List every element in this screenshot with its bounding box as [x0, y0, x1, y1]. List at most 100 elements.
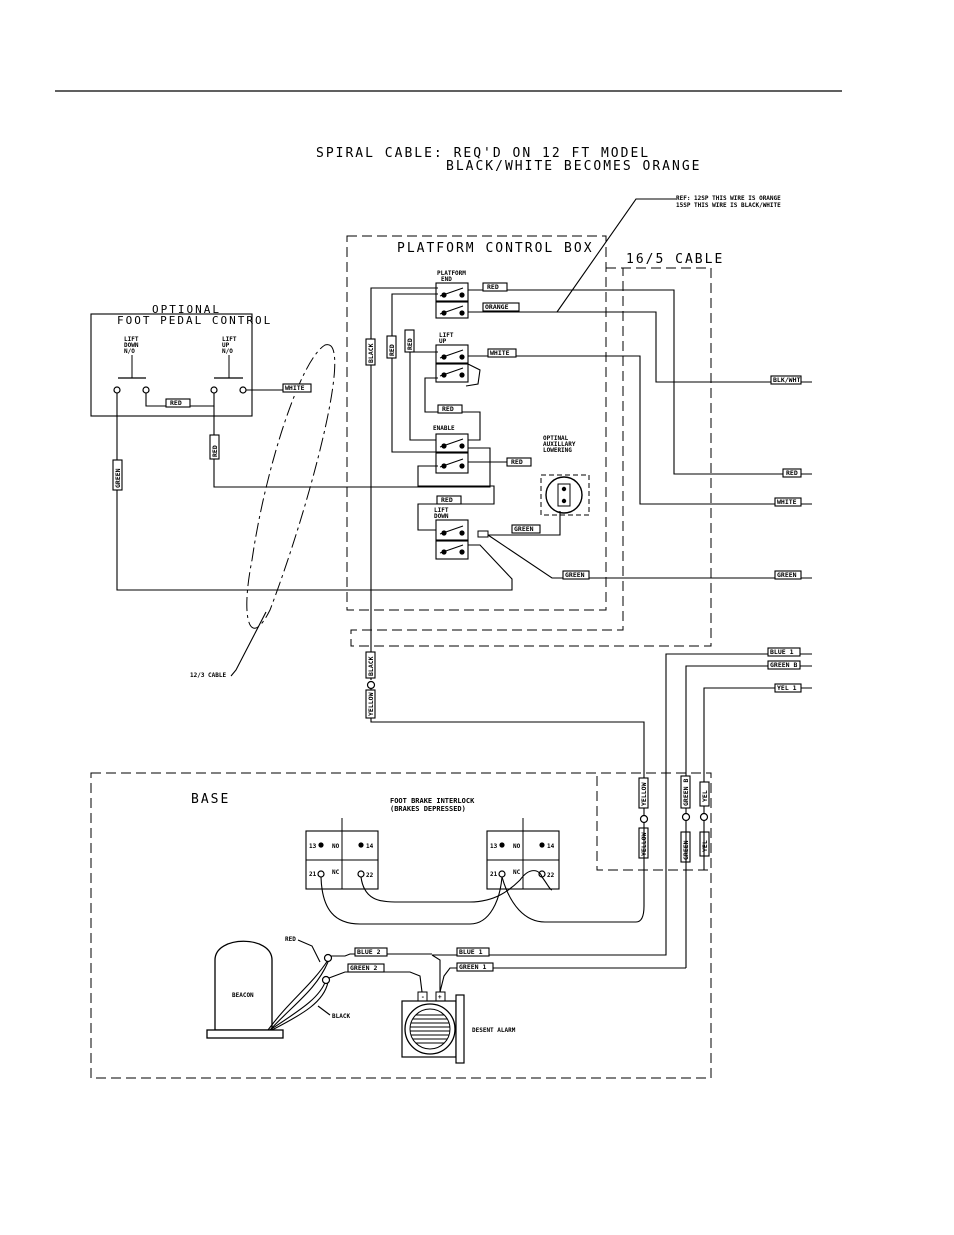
svg-text:ENABLE: ENABLE: [433, 425, 455, 432]
tag-greenb-out: [767, 660, 801, 670]
svg-text:13: 13: [490, 843, 498, 850]
svg-text:LIFT: LIFT: [222, 336, 237, 343]
svg-text:AUXILLARY: AUXILLARY: [543, 441, 576, 448]
svg-text:21: 21: [309, 871, 317, 878]
beacon-black-label: BLACK: [332, 1013, 350, 1020]
aux-lowering: OPTINAL AUXILLARY LOWERING: [540, 435, 590, 516]
wire-blue2: [331, 953, 432, 957]
interlock-title-1: FOOT BRAKE INTERLOCK: [390, 797, 475, 805]
wire-yel1-in: [703, 687, 812, 816]
wire-beacon-black-2: [271, 981, 329, 1031]
interlock-switch-left: 13 NO 14 21 NC 22: [305, 818, 379, 890]
svg-text:LIFT: LIFT: [439, 332, 454, 339]
wire-green2: [328, 971, 423, 993]
svg-text:N/O: N/O: [222, 348, 233, 355]
wire-red-lu-enable: [409, 351, 438, 441]
splice-yel: [699, 812, 709, 822]
wire-green-aux: [480, 511, 561, 536]
tag-out-blkwht-text: BLK/WHT: [773, 376, 800, 384]
svg-text:UP: UP: [222, 342, 230, 349]
tag-black-v-text: BLACK: [367, 343, 375, 363]
wire-lu-white: [468, 355, 812, 505]
tag-blue1-text: BLUE 1: [459, 948, 483, 956]
svg-text:NC: NC: [513, 869, 521, 876]
aux-connector: [477, 530, 489, 538]
beacon-terminal-green: [321, 975, 331, 985]
tag-lu-white-text: WHITE: [490, 349, 510, 357]
cable-16-5-outline: [350, 267, 712, 647]
tag-pe-orange-text: ORANGE: [485, 303, 509, 311]
wire-interlock-d: [541, 876, 553, 891]
beacon: BEACON: [206, 940, 284, 1039]
tag-pe-orange: [482, 302, 520, 312]
lift-down-switch: LIFT DOWN: [434, 507, 469, 560]
tag-green-out-text: GREEN: [777, 571, 797, 579]
leader-beacon-black: [317, 1005, 331, 1016]
svg-text:NO: NO: [332, 843, 340, 850]
wire-red-en-ld: [417, 465, 495, 531]
svg-text:LIFT: LIFT: [124, 336, 139, 343]
lift-up-switch: LIFT UP: [435, 332, 469, 383]
wire-blue1-in: [432, 653, 812, 956]
tag-green-h1-text: GREEN: [565, 571, 585, 579]
tag-green-aux: [511, 524, 541, 534]
svg-text:14: 14: [547, 843, 555, 850]
svg-text:NO: NO: [513, 843, 521, 850]
foot-pedal-title-2: FOOT PEDAL CONTROL: [117, 314, 272, 327]
tag-green1-text: GREEN 1: [459, 963, 486, 971]
ref-leader: [556, 198, 676, 313]
tag-blue1-out: [767, 647, 801, 657]
svg-text:DESENT ALARM: DESENT ALARM: [472, 1027, 516, 1034]
platform-control-box-outline: [346, 235, 607, 611]
wire-beacon-black: [269, 979, 327, 1031]
svg-text:13: 13: [309, 843, 317, 850]
wire-fp-red: [213, 406, 491, 488]
splice-black-yellow: [366, 680, 376, 690]
tag-red-v1-text: RED: [388, 344, 396, 356]
tag-green-aux-text: GREEN: [514, 525, 534, 533]
tag-blue2: [354, 947, 388, 957]
svg-text:END: END: [441, 276, 452, 283]
tag-pe-red-text: RED: [487, 283, 499, 291]
tag-fp-white-text: WHITE: [285, 384, 305, 392]
tag-blue1: [456, 947, 490, 957]
tag-red-h2-text: RED: [511, 458, 523, 466]
wire-beacon-red-2: [269, 961, 329, 1031]
wire-interlock-a: [320, 876, 503, 925]
foot-pedal-lift-up-switch: LIFT UP N/O: [210, 336, 247, 394]
tag-fp-red-v-text: RED: [211, 445, 219, 457]
tag-lu-white: [487, 348, 517, 358]
svg-text:22: 22: [366, 872, 374, 879]
tag-yellow-upper: [638, 777, 649, 809]
wire-black-common: [370, 287, 438, 680]
wire-pe-orange: [468, 311, 812, 383]
wire-beacon-red: [267, 959, 329, 1031]
tag-greenb-out-text: GREEN B: [770, 661, 797, 669]
tag-red-v2: [404, 329, 415, 353]
tag-out-red-text: RED: [786, 469, 798, 477]
svg-text:14: 14: [366, 843, 374, 850]
tag-yellow-v: [365, 689, 376, 719]
ref-note-2: 15SP THIS WIRE IS BLACK/WHITE: [676, 202, 781, 209]
tag-green2-text: GREEN 2: [350, 964, 377, 972]
tag-red-h3-text: RED: [441, 496, 453, 504]
ref-note-1: REF: 12SP THIS WIRE IS ORANGE: [676, 195, 781, 202]
tag-red-h2: [506, 457, 532, 467]
tag-greenb-upper: [680, 775, 691, 809]
tag-green-h1: [562, 570, 590, 580]
tag-red-h1-text: RED: [442, 405, 454, 413]
tag-blue2-text: BLUE 2: [357, 948, 381, 956]
wire-blue-to-alarm: [431, 954, 441, 992]
tag-black-lower: [365, 651, 376, 679]
tag-out-red: [782, 468, 802, 478]
tag-pe-red: [482, 282, 508, 292]
svg-text:OPTINAL: OPTINAL: [543, 435, 569, 442]
tag-yel-lower-text: YEL: [701, 840, 709, 852]
splice-yellow: [639, 814, 649, 824]
tag-fp-red-v: [209, 434, 220, 460]
base-outline: [90, 772, 712, 1079]
tag-red-v2-text: RED: [406, 338, 414, 350]
platform-end-switch: PLATFORM END: [435, 270, 469, 319]
base-cable-dash-in: [596, 776, 711, 871]
tag-yel-upper-text: YEL: [701, 790, 709, 802]
